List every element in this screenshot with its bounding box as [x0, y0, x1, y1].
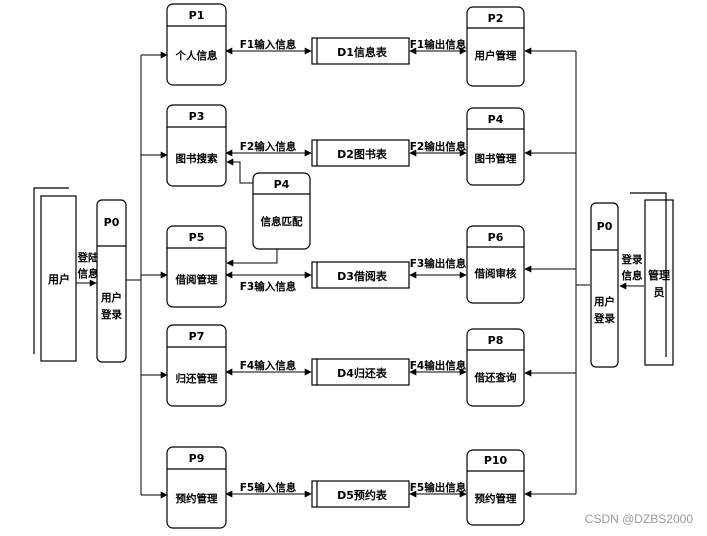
- process-p4-book-id: P4: [488, 113, 504, 126]
- process-p5-id: P5: [189, 231, 205, 244]
- output-flow-lines: [409, 47, 467, 498]
- data-store-d2: D2图书表: [311, 139, 410, 167]
- process-p9-name: 预约管理: [176, 492, 218, 505]
- output-flow-f4-label: F4输出信息: [410, 359, 467, 372]
- process-p10: P10 预约管理: [466, 449, 525, 526]
- data-store-d2-label: D2图书表: [337, 147, 388, 161]
- match-to-borrow-flow: [226, 249, 278, 267]
- output-flow-f2-label: F2输出信息: [410, 140, 467, 153]
- process-p7: P7 归还管理: [166, 324, 227, 407]
- process-p4-book: P4 图书管理: [466, 107, 525, 186]
- login-info-label-left-1: 登陆: [77, 251, 99, 264]
- process-p9-id: P9: [189, 452, 205, 465]
- process-p3-id: P3: [189, 110, 205, 123]
- output-flow-f5-label: F5输出信息: [410, 481, 467, 494]
- input-flow-f5-label: F5输入信息: [240, 481, 297, 494]
- data-store-d5: D5预约表: [311, 480, 410, 508]
- process-p8-id: P8: [488, 334, 504, 347]
- process-p0-right-name-2: 登录: [593, 312, 615, 325]
- login-info-label-right-2: 信息: [622, 269, 643, 282]
- process-p4-match-id: P4: [274, 178, 290, 191]
- data-store-d3: D3借阅表: [311, 261, 410, 289]
- process-p4-book-name: 图书管理: [475, 152, 517, 165]
- user-entity-label: 用户: [48, 272, 70, 286]
- input-flow-f4-label: F4输入信息: [240, 359, 297, 372]
- data-store-d4: D4归还表: [311, 358, 410, 386]
- admin-entity: 管理 员: [630, 192, 674, 366]
- input-flow-lines: [225, 47, 312, 498]
- process-p5: P5 借阅管理: [166, 225, 227, 308]
- admin-entity-label-2: 员: [654, 286, 665, 299]
- match-to-search-flow: [226, 158, 253, 184]
- process-p6-name: 借阅审核: [474, 267, 517, 280]
- process-p9: P9 预约管理: [166, 446, 227, 529]
- process-p2-name: 用户管理: [474, 49, 517, 62]
- process-p0-left-name-2: 登录: [100, 308, 122, 321]
- process-p8-name: 借还查询: [474, 371, 517, 384]
- process-p6-id: P6: [488, 231, 504, 244]
- process-p3-name: 图书搜索: [176, 152, 218, 165]
- data-store-d3-label: D3借阅表: [337, 269, 388, 283]
- process-p4-match-name: 信息匹配: [261, 215, 303, 228]
- process-p5-name: 借阅管理: [175, 273, 218, 286]
- process-p1-id: P1: [189, 9, 205, 22]
- process-p0-left-id: P0: [104, 216, 120, 229]
- process-p7-id: P7: [189, 330, 205, 343]
- process-p2: P2 用户管理: [466, 6, 525, 87]
- process-p3: P3 图书搜索: [166, 104, 227, 187]
- process-p0-right-id: P0: [597, 220, 613, 233]
- process-p7-name: 归还管理: [176, 372, 218, 385]
- process-p6: P6 借阅审核: [466, 225, 525, 304]
- process-p0-right: P0 用户 登录: [590, 202, 619, 368]
- process-p0-right-name-1: 用户: [593, 295, 615, 308]
- process-p10-id: P10: [484, 454, 508, 467]
- user-entity: 用户: [33, 187, 77, 362]
- input-flow-f2-label: F2输入信息: [240, 140, 297, 153]
- process-p1-name: 个人信息: [175, 49, 218, 62]
- process-p1: P1 个人信息: [166, 3, 227, 86]
- process-p2-id: P2: [488, 12, 504, 25]
- data-store-d1: D1信息表: [311, 37, 410, 65]
- input-flow-f1-label: F1输入信息: [240, 38, 297, 51]
- input-flow-f3-label: F3输入信息: [240, 280, 297, 293]
- right-distribution-lines: [524, 47, 590, 498]
- output-flow-f3-label: F3输出信息: [410, 257, 467, 270]
- process-p4-match: P4 信息匹配: [252, 172, 311, 250]
- process-p0-left: P0 用户 登录: [96, 199, 127, 363]
- data-store-d4-label: D4归还表: [337, 366, 388, 380]
- login-info-label-right-1: 登录: [621, 253, 643, 266]
- watermark: CSDN @DZBS2000: [584, 512, 693, 526]
- process-p0-left-name-1: 用户: [100, 291, 122, 304]
- data-store-d1-label: D1信息表: [337, 45, 388, 59]
- data-store-d5-label: D5预约表: [337, 488, 388, 502]
- admin-entity-label-1: 管理: [648, 268, 670, 282]
- output-flow-f1-label: F1输出信息: [410, 38, 467, 51]
- login-info-label-left-2: 信息: [78, 267, 99, 280]
- left-distribution-lines: [126, 51, 168, 499]
- process-p10-name: 预约管理: [475, 492, 517, 505]
- process-p8: P8 借还查询: [466, 328, 525, 407]
